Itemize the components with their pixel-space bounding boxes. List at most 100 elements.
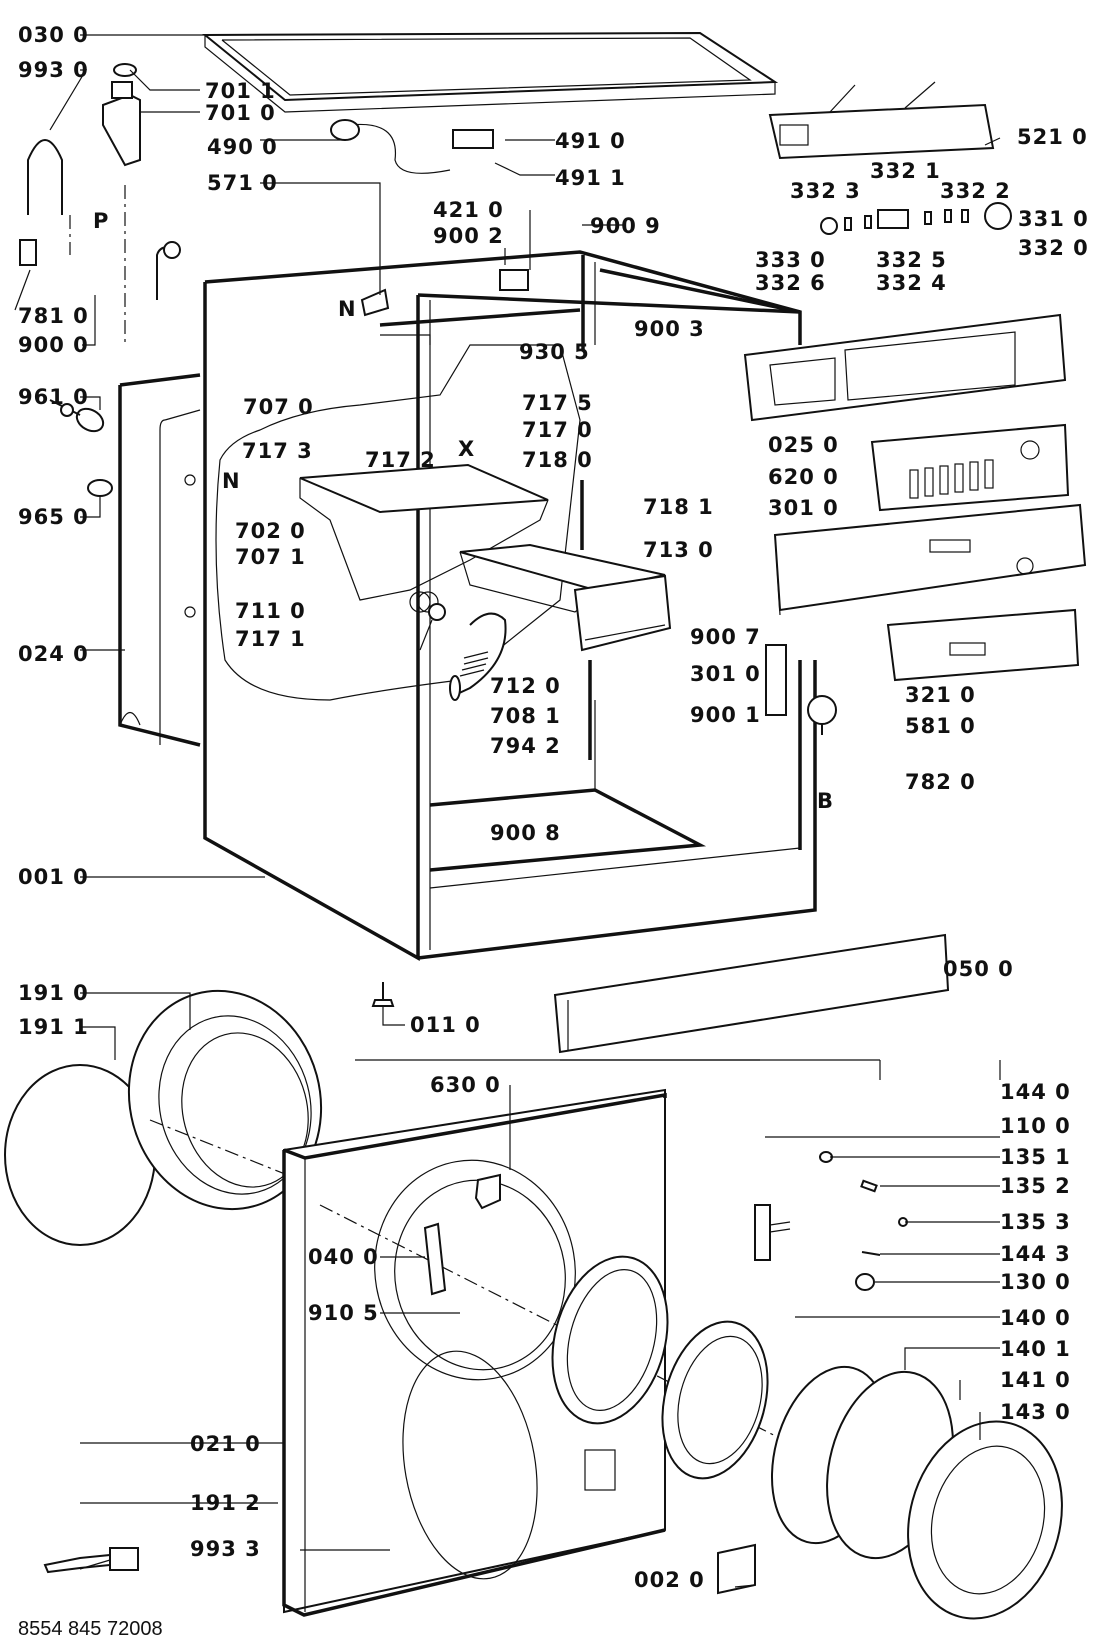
part-label: 965 0	[18, 505, 89, 529]
part-label: 143 0	[1000, 1400, 1071, 1424]
part-label: 521 0	[1017, 125, 1088, 149]
part-label: 421 0	[433, 198, 504, 222]
control-panel-part	[773, 503, 1087, 616]
part-label: 025 0	[768, 433, 839, 457]
part-label: 900 9	[590, 214, 661, 238]
part-label: 130 0	[1000, 1270, 1071, 1294]
part-label: 140 1	[1000, 1337, 1071, 1361]
pressure-switch-part	[807, 695, 837, 735]
front-panel-part	[282, 1088, 1021, 1617]
dispenser-outline	[215, 344, 581, 701]
part-label: 191 2	[190, 1491, 261, 1515]
part-label: 717 1	[235, 627, 306, 651]
part-label: 713 0	[643, 538, 714, 562]
part-label: 620 0	[768, 465, 839, 489]
part-label: 712 0	[490, 674, 561, 698]
part-label: 135 1	[1000, 1145, 1071, 1169]
knob-and-buttons-parts	[820, 202, 1012, 235]
fascia-label-part	[886, 608, 1080, 682]
part-label: 002 0	[634, 1568, 705, 1592]
door-switch-part	[499, 269, 529, 291]
part-label: 024 0	[18, 642, 89, 666]
part-label: 140 0	[1000, 1306, 1071, 1330]
part-label: 491 1	[555, 166, 626, 190]
document-code: 8554 845 72008	[18, 1618, 163, 1640]
marker-letter: X	[458, 437, 476, 461]
part-label: 782 0	[905, 770, 976, 794]
part-label: 021 0	[190, 1432, 261, 1456]
part-label: 708 1	[490, 704, 561, 728]
part-label: 135 3	[1000, 1210, 1071, 1234]
part-label: 718 1	[643, 495, 714, 519]
dispenser-housing-part	[299, 463, 549, 613]
part-label: 333 0	[755, 248, 826, 272]
filler-valve-part	[102, 63, 141, 345]
part-label: 321 0	[905, 683, 976, 707]
part-label: 701 0	[205, 101, 276, 125]
part-label: 701 1	[205, 79, 276, 103]
part-label: 490 0	[207, 135, 278, 159]
part-label: 332 2	[940, 179, 1011, 203]
part-label: 191 1	[18, 1015, 89, 1039]
part-label: 717 3	[242, 439, 313, 463]
programmer-part	[768, 81, 995, 160]
part-label: 301 0	[768, 496, 839, 520]
door-lock-part	[474, 1173, 501, 1210]
drain-elbow-part	[156, 241, 181, 300]
part-label: 930 5	[519, 340, 590, 364]
part-label: 900 7	[690, 625, 761, 649]
part-label: 144 3	[1000, 1242, 1071, 1266]
electronic-board-part	[870, 423, 1070, 512]
part-label: 702 0	[235, 519, 306, 543]
part-label: 630 0	[430, 1073, 501, 1097]
cabinet-part	[203, 250, 817, 961]
part-label: 050 0	[943, 957, 1014, 981]
part-label: 141 0	[1000, 1368, 1071, 1392]
rear-panel-part	[118, 373, 201, 747]
part-label: 781 0	[18, 304, 89, 328]
part-label: 718 0	[522, 448, 593, 472]
interference-filter-part	[452, 129, 494, 149]
part-label: 717 2	[365, 448, 436, 472]
part-label: 332 6	[755, 271, 826, 295]
part-label: 030 0	[18, 23, 89, 47]
inlet-hose-part	[19, 139, 71, 266]
part-label: 301 0	[690, 662, 761, 686]
part-label: 491 0	[555, 129, 626, 153]
detergent-drawer-part	[459, 543, 672, 652]
part-label: 900 0	[18, 333, 89, 357]
part-label: 144 0	[1000, 1080, 1071, 1104]
part-label: 331 0	[1018, 207, 1089, 231]
part-label: 332 0	[1018, 236, 1089, 260]
part-label: 040 0	[308, 1245, 379, 1269]
marker-letter: B	[817, 789, 835, 813]
small-door-parts	[819, 1151, 908, 1291]
part-label: 011 0	[410, 1013, 481, 1037]
part-label: 135 2	[1000, 1174, 1071, 1198]
part-label: 900 3	[634, 317, 705, 341]
door-glass-part	[661, 1320, 769, 1480]
part-label: 332 4	[876, 271, 947, 295]
part-label: 707 0	[243, 395, 314, 419]
control-panel-frame-part	[743, 313, 1067, 422]
plinth-part	[553, 933, 950, 1054]
part-label: 717 5	[522, 391, 593, 415]
part-label: 717 0	[522, 418, 593, 442]
part-label: 001 0	[18, 865, 89, 889]
spanner-part	[43, 1547, 139, 1574]
leader-lines	[14, 34, 1001, 1588]
part-label: 794 2	[490, 734, 561, 758]
part-label: 900 1	[690, 703, 761, 727]
part-label: 910 5	[308, 1301, 379, 1325]
part-label: 707 1	[235, 545, 306, 569]
part-label: 711 0	[235, 599, 306, 623]
part-label: 993 3	[190, 1537, 261, 1561]
part-label: 961 0	[18, 385, 89, 409]
solenoid-valve-part	[360, 288, 390, 317]
marker-letter: N	[222, 469, 241, 493]
marker-letter: N	[338, 297, 357, 321]
hinge-part	[423, 1222, 447, 1296]
part-label: 191 0	[18, 981, 89, 1005]
worktop-part	[202, 31, 779, 113]
